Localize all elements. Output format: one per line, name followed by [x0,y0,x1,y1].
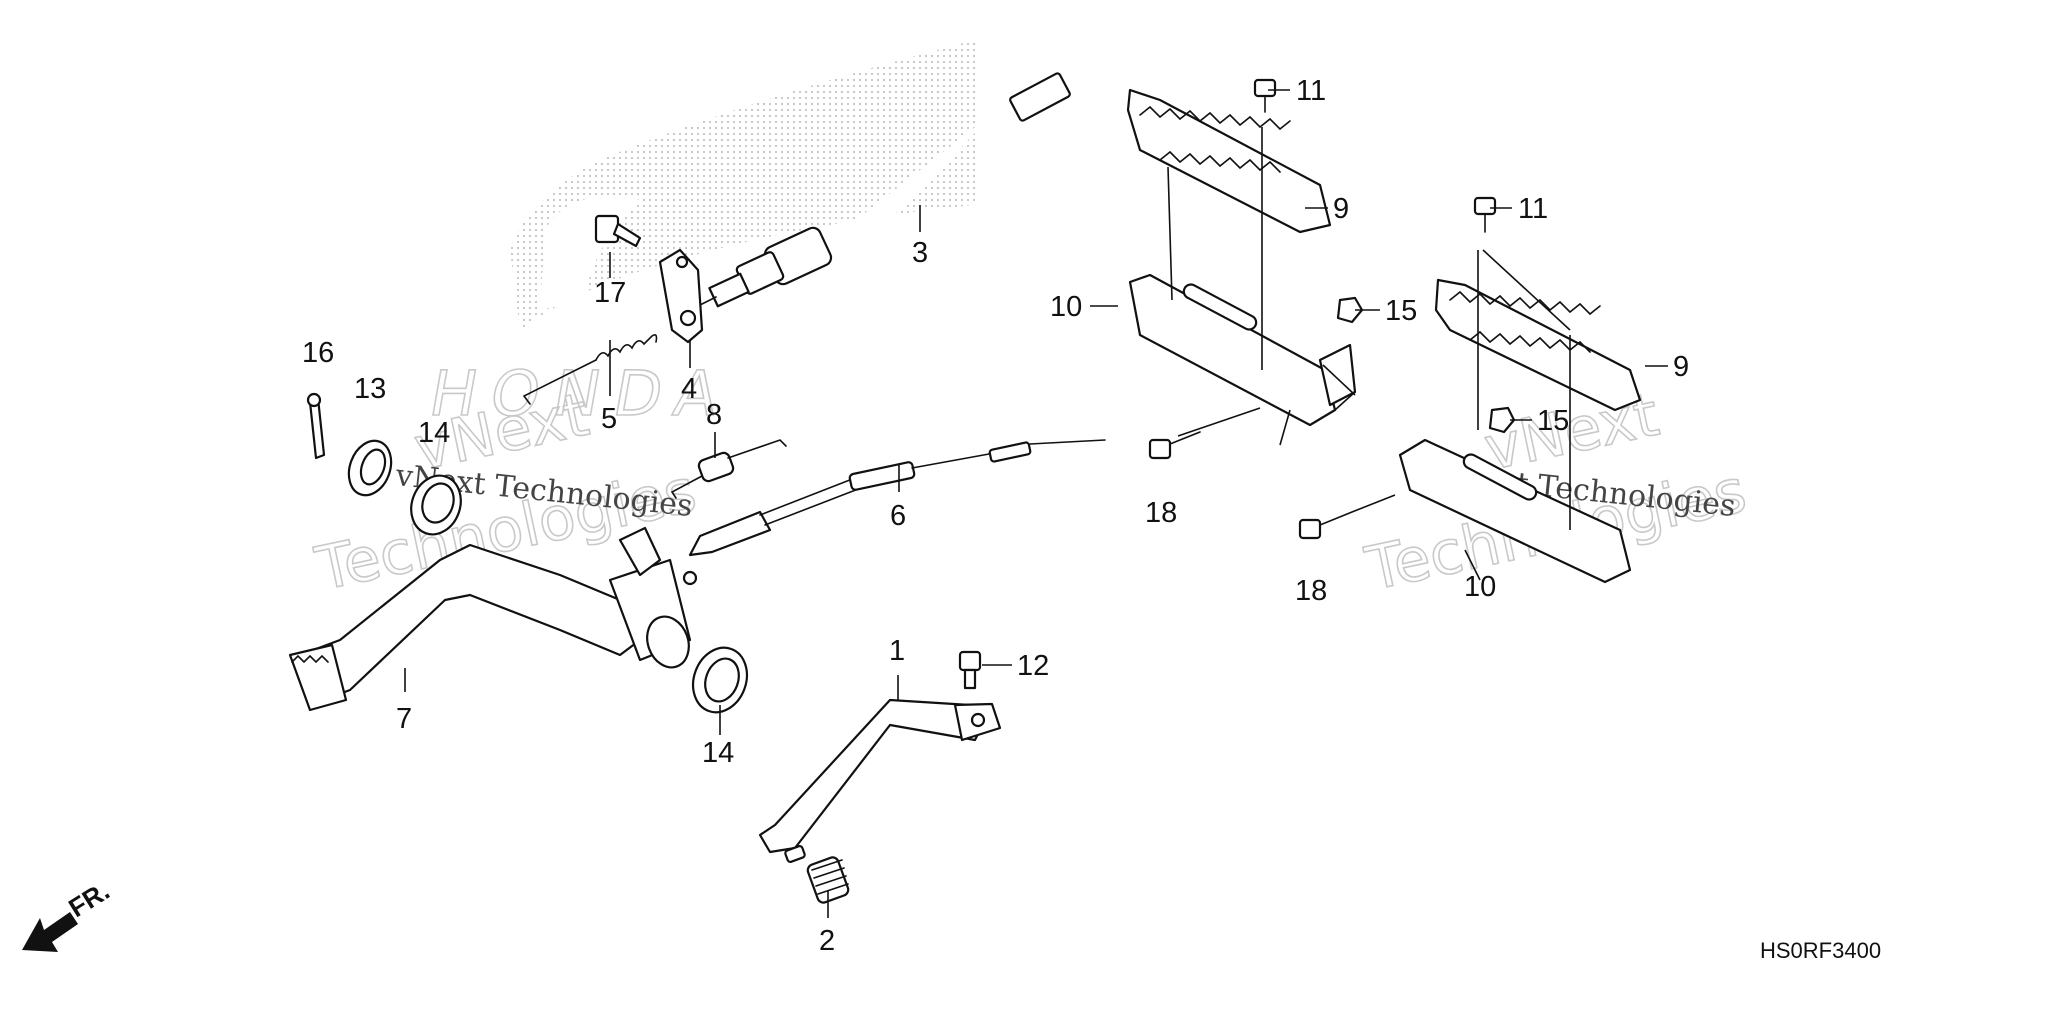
callout-8: 8 [706,399,722,431]
honda-watermark-text: HONDA [424,357,738,429]
footpeg-assembly-left [1126,78,1364,460]
leader-lines [404,89,1668,918]
callout-2: 2 [819,925,835,957]
callout-9-right: 9 [1673,351,1689,383]
bolt-part-12 [958,650,982,690]
callout-16: 16 [302,337,334,369]
washer-part-13 [347,439,393,497]
callout-18-right: 18 [1295,575,1327,607]
callout-11-left: 11 [1296,75,1326,107]
arrow-icon [22,912,78,952]
shift-rubber-part-2 [784,845,850,904]
callout-14-upper: 14 [418,417,450,449]
callout-4: 4 [681,373,697,405]
callout-3: 3 [912,237,928,269]
cotter-pin-part-16 [306,392,326,460]
front-direction-arrow: FR. [22,875,115,952]
callout-6: 6 [890,500,906,532]
callout-7: 7 [396,703,412,735]
callout-12: 12 [1017,650,1049,682]
dust-seal-part-14-lower [691,646,749,714]
callout-11-right: 11 [1518,193,1548,225]
callout-10-left: 10 [1050,291,1082,323]
bolt-part-17 [594,214,642,248]
brake-rod-part-6 [682,439,1106,586]
callout-17: 17 [594,277,626,309]
spring-part-8 [670,439,787,499]
callout-15-left: 15 [1385,295,1417,327]
callout-labels: 1 2 3 4 5 6 7 8 9 9 10 10 11 11 12 13 14… [302,75,1689,957]
footpeg-assembly-right [1298,196,1642,584]
brake-switch-part-3 [699,72,1071,308]
callout-15-right: 15 [1537,405,1569,437]
switch-bracket-part-4 [658,248,704,344]
brake-pedal-part-7 [288,526,692,712]
shift-pedal-part-1 [758,698,1002,854]
diagram-code: HS0RF3400 [1760,938,1881,963]
dust-seal-part-14-upper [410,474,462,536]
callout-10-right: 10 [1464,571,1496,603]
callout-14-lower: 14 [702,737,734,769]
callout-5: 5 [601,403,617,435]
callout-9-left: 9 [1333,193,1349,225]
callout-1: 1 [889,635,905,667]
callout-13: 13 [354,373,386,405]
honda-wing-watermark: HONDA [423,40,975,431]
callout-18-left: 18 [1145,497,1177,529]
return-spring-part-5 [522,334,658,405]
